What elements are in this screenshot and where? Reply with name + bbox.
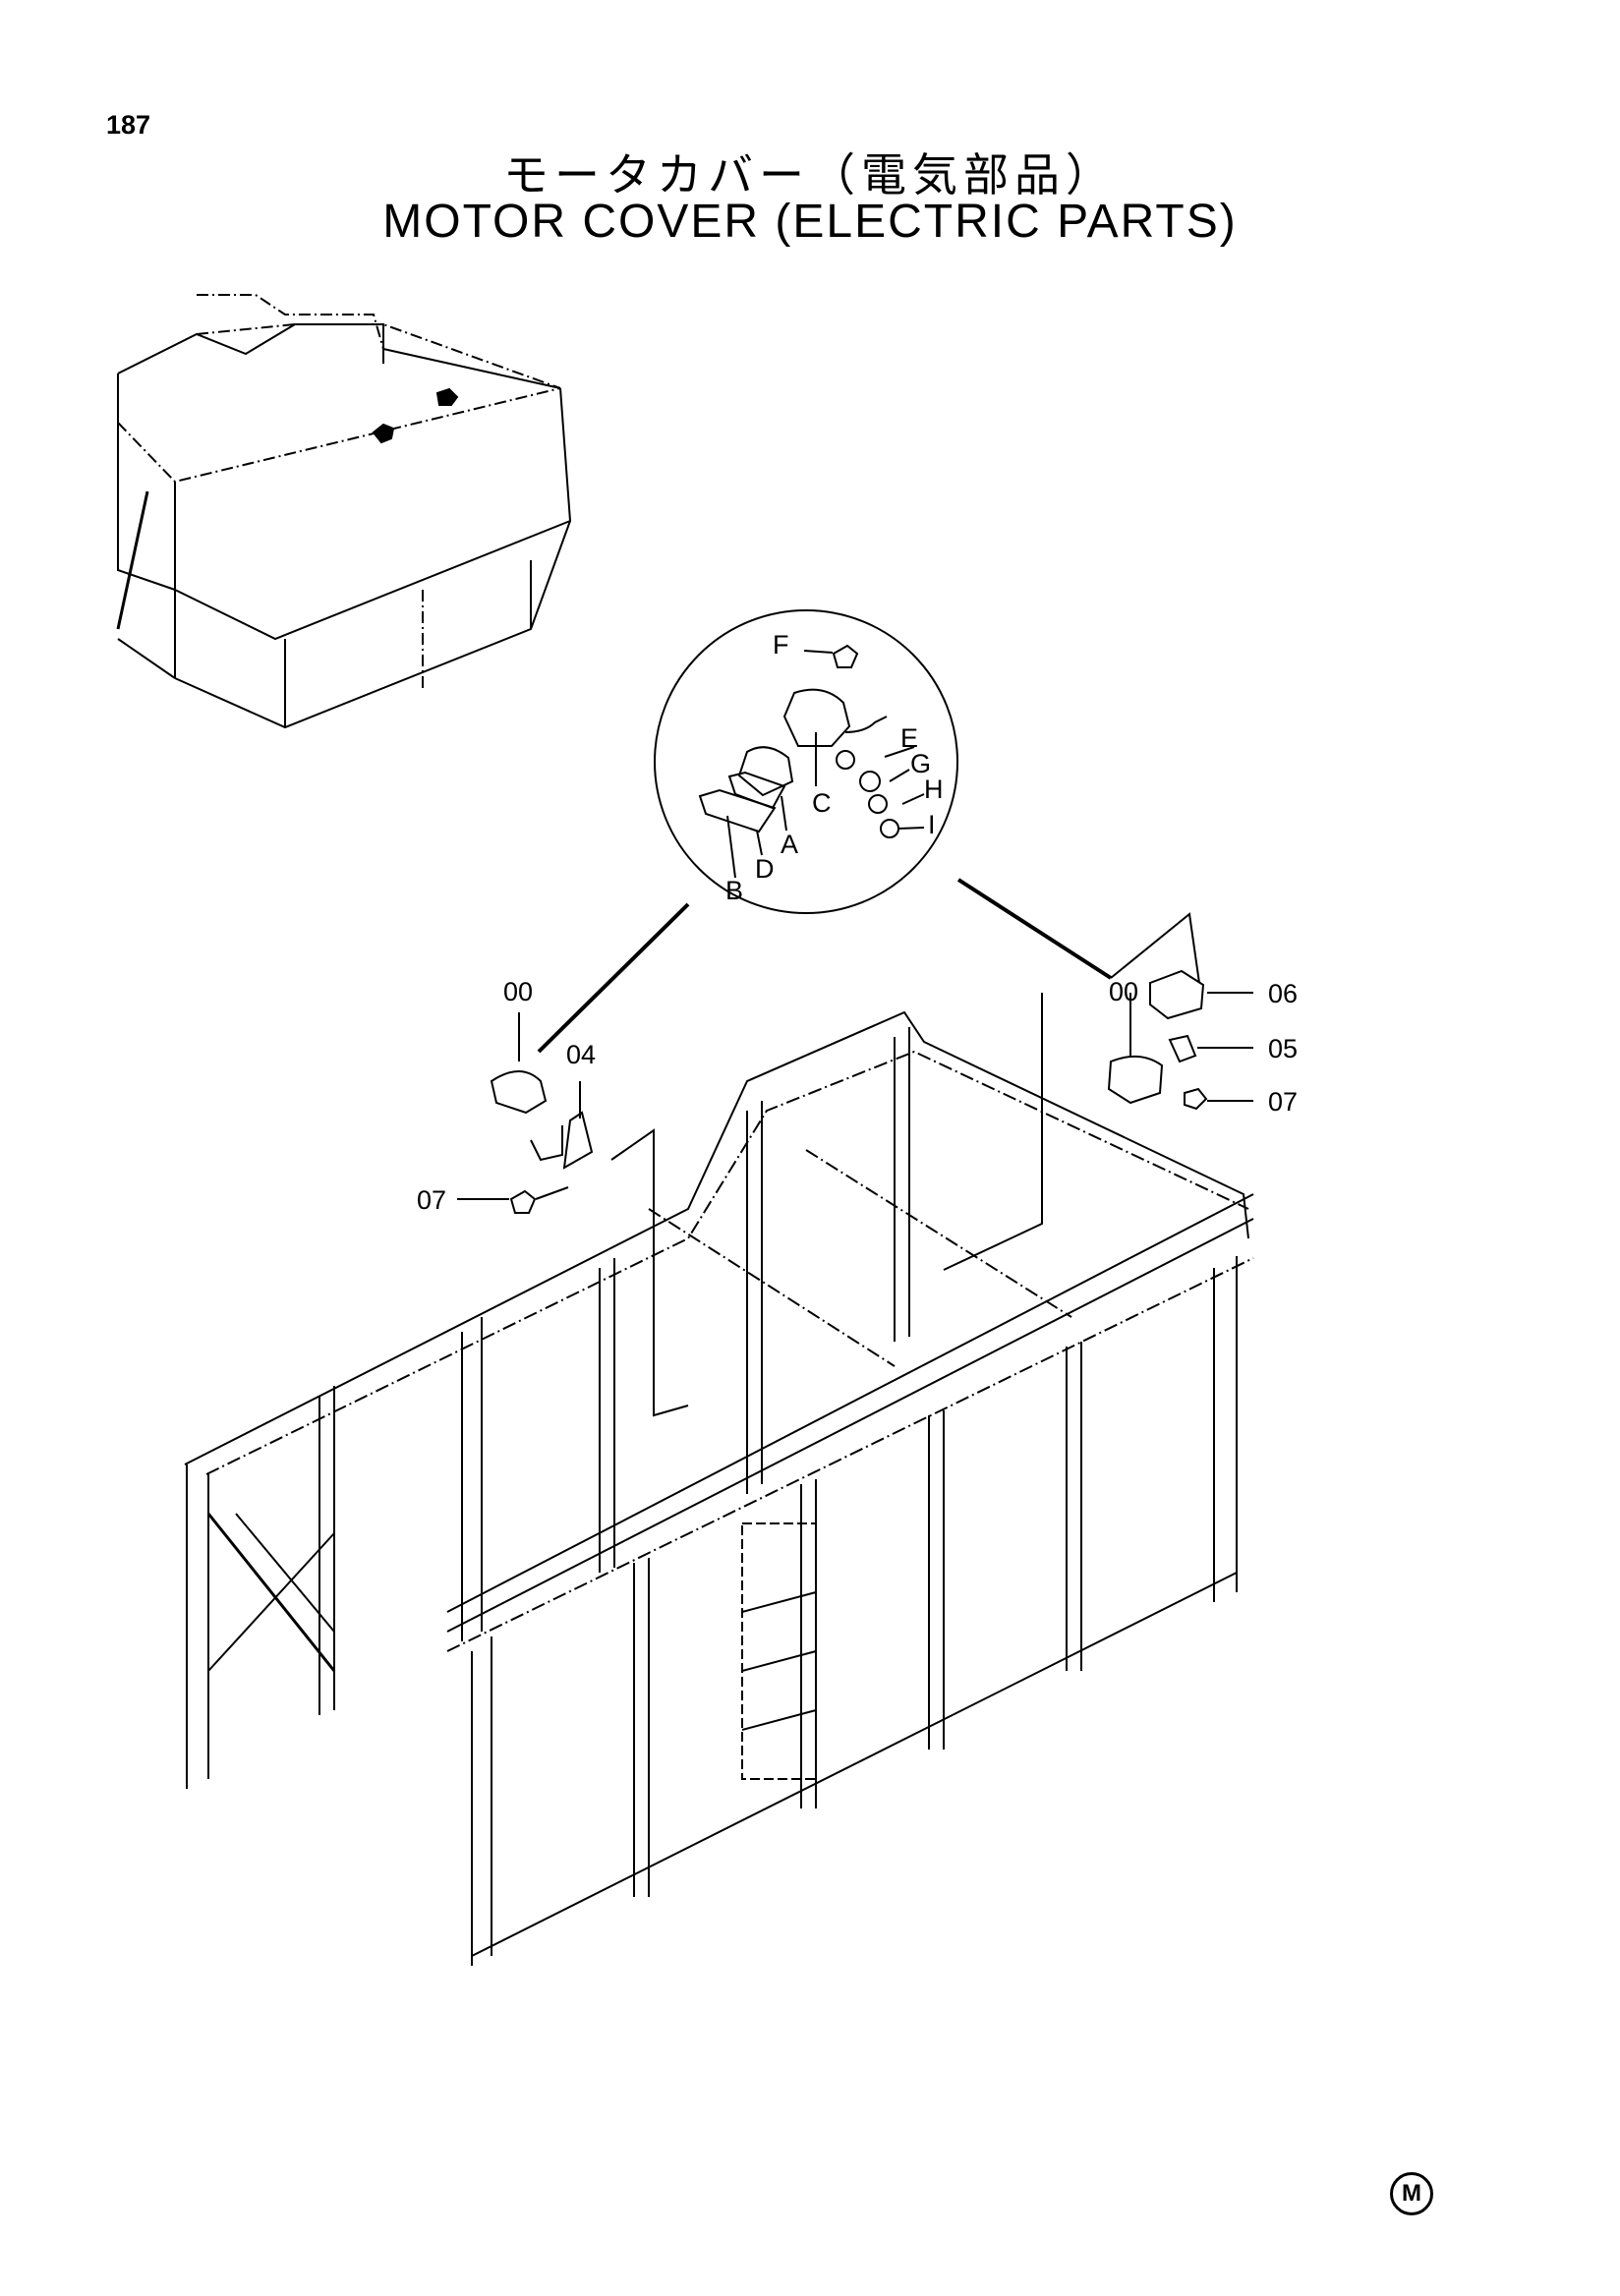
callout-00-right: 00: [1109, 977, 1138, 1006]
callout-04: 04: [566, 1040, 596, 1069]
label-d: D: [755, 854, 775, 884]
label-e: E: [900, 723, 918, 753]
manufacturer-mark: M: [1390, 2172, 1433, 2215]
machine-overview: [116, 294, 572, 729]
callout-00-left: 00: [503, 977, 533, 1006]
callout-05: 05: [1268, 1034, 1298, 1063]
page-number: 187: [106, 110, 151, 140]
page-title-japanese: モータカバー（電気部品）: [503, 148, 1117, 201]
callout-07-right: 07: [1268, 1087, 1298, 1117]
label-b: B: [725, 876, 743, 905]
lamp-detail-view: [537, 609, 1113, 1054]
label-h: H: [924, 775, 944, 804]
label-g: G: [910, 749, 931, 778]
left-lamp-assembly: [457, 1012, 594, 1214]
label-c: C: [812, 788, 832, 818]
motor-cover-frame: [184, 1010, 1254, 1966]
label-f: F: [773, 630, 789, 660]
label-a: A: [781, 830, 798, 859]
page-title-english: MOTOR COVER (ELECTRIC PARTS): [382, 196, 1238, 248]
callout-06: 06: [1268, 979, 1298, 1008]
right-lamp-assembly: [610, 912, 1253, 1417]
callout-07-left: 07: [417, 1185, 446, 1215]
label-i: I: [928, 810, 936, 839]
